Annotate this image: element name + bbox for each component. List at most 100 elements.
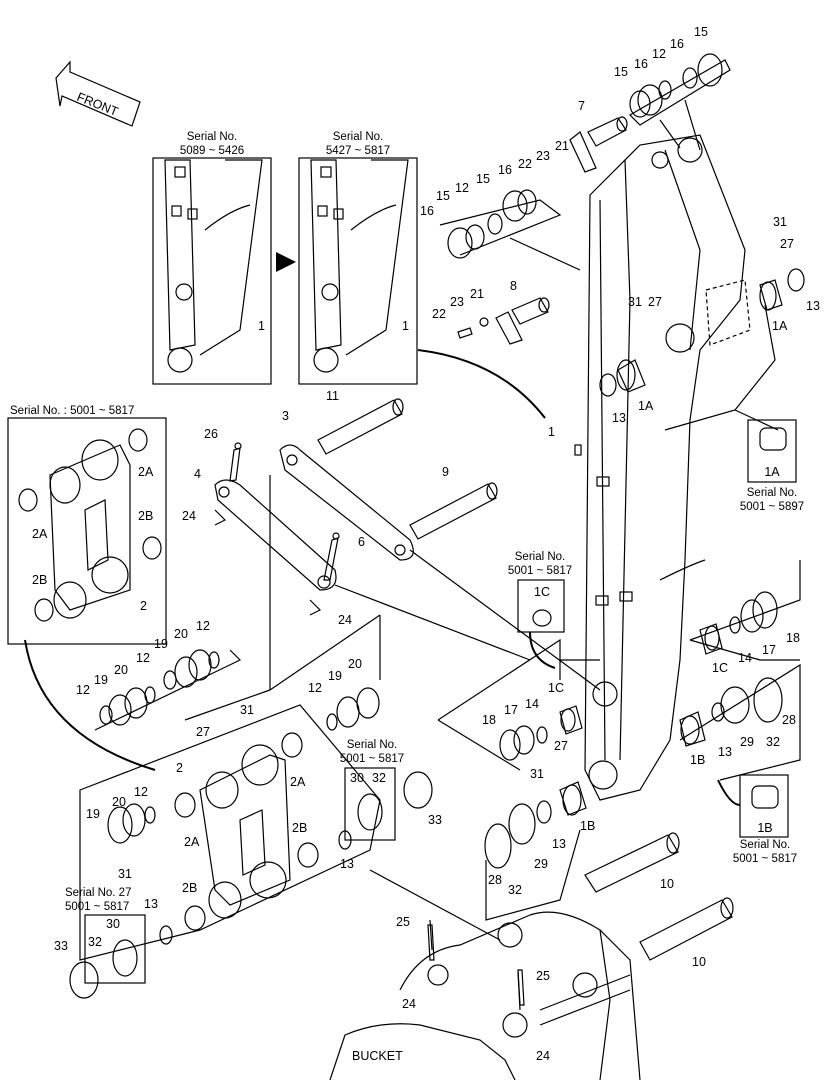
callout-23: 23 xyxy=(536,149,550,163)
inset-link-2: 2 xyxy=(140,599,147,613)
inset-30-mid: Serial No. 5001 ~ 5817 30 32 xyxy=(340,739,404,841)
callout-32: 32 xyxy=(508,883,522,897)
callout-20: 20 xyxy=(348,657,362,671)
washers-upper-left-chain xyxy=(94,649,380,731)
callout-1C: 1C xyxy=(712,661,728,675)
inset-1B-serial-range: 5001 ~ 5817 xyxy=(733,853,797,865)
inset-serial-label-2: Serial No. xyxy=(333,131,384,143)
inset-1A-serial-range: 5001 ~ 5897 xyxy=(740,501,804,513)
left-washer-stack xyxy=(439,189,581,271)
callout-16: 16 xyxy=(498,163,512,177)
inset-1A-serial-label: Serial No. xyxy=(747,487,798,499)
callout-27: 27 xyxy=(648,295,662,309)
callout-24: 24 xyxy=(182,509,196,523)
inset-1B: 1B Serial No. 5001 ~ 5817 xyxy=(733,774,797,865)
bolt-26 xyxy=(229,442,242,482)
callout-19: 19 xyxy=(86,807,100,821)
callout-15: 15 xyxy=(694,25,708,39)
inset-1C-serial-label: Serial No. xyxy=(515,551,566,563)
callout-24: 24 xyxy=(338,613,352,627)
callout-15: 15 xyxy=(614,65,628,79)
callout-25: 25 xyxy=(396,915,410,929)
callout-13: 13 xyxy=(806,299,820,313)
callout-29: 29 xyxy=(534,857,548,871)
callout-27: 27 xyxy=(196,725,210,739)
inset-1A: 1A Serial No. 5001 ~ 5897 xyxy=(740,419,804,513)
leader-curve-left xyxy=(24,639,156,771)
pin-8 xyxy=(457,297,550,345)
callout-1B: 1B xyxy=(690,753,705,767)
callout-29: 29 xyxy=(740,735,754,749)
callout-32: 32 xyxy=(766,735,780,749)
inset-1A-part: 1A xyxy=(764,465,780,479)
inset-30-low-30: 30 xyxy=(106,917,120,931)
callout-20: 20 xyxy=(112,795,126,809)
inset-link-2B-a: 2B xyxy=(138,509,153,523)
callout-31: 31 xyxy=(118,867,132,881)
inset-1C-part: 1C xyxy=(534,585,550,599)
callout-12: 12 xyxy=(134,785,148,799)
callout-2A: 2A xyxy=(184,835,200,849)
callout-10: 10 xyxy=(660,877,674,891)
callout-22: 22 xyxy=(518,157,532,171)
nut-24b xyxy=(309,599,322,616)
callout-31: 31 xyxy=(628,295,642,309)
inset-30-low: Serial No. 27 5001 ~ 5817 30 32 xyxy=(65,887,146,984)
callout-19: 19 xyxy=(328,669,342,683)
callout-23: 23 xyxy=(450,295,464,309)
leader-curve-top xyxy=(417,349,546,419)
bolt-25a xyxy=(427,924,435,961)
inset-link-2A-b: 2A xyxy=(32,527,48,541)
callout-4: 4 xyxy=(194,467,201,481)
callout-19: 19 xyxy=(94,673,108,687)
pin-11 xyxy=(317,398,404,455)
callout-27: 27 xyxy=(780,237,794,251)
callout-10: 10 xyxy=(692,955,706,969)
callout-18: 18 xyxy=(786,631,800,645)
callout-25: 25 xyxy=(536,969,550,983)
link-4 xyxy=(214,479,337,591)
callout-28: 28 xyxy=(488,873,502,887)
callout-6: 6 xyxy=(358,535,365,549)
callout-19: 19 xyxy=(154,637,168,651)
inset-30-mid-serial-label: Serial No. xyxy=(347,739,398,751)
callout-27: 27 xyxy=(554,739,568,753)
callout-17: 17 xyxy=(504,703,518,717)
callout-12: 12 xyxy=(136,651,150,665)
callout-12: 12 xyxy=(196,619,210,633)
inset-link-2A-a: 2A xyxy=(138,465,154,479)
washers-right-low xyxy=(679,663,801,781)
callout-12: 12 xyxy=(76,683,90,697)
inset-30-mid-32: 32 xyxy=(372,771,386,785)
inset-serial-5427: Serial No. 5427 ~ 5817 1 xyxy=(298,131,418,385)
washers-lower-left xyxy=(69,771,433,999)
callout-1B: 1B xyxy=(580,819,595,833)
callout-14: 14 xyxy=(738,651,752,665)
callout-13: 13 xyxy=(340,857,354,871)
inset-1B-serial-label: Serial No. xyxy=(740,839,791,851)
top-pin-stack xyxy=(629,53,731,151)
callout-2B: 2B xyxy=(292,821,307,835)
pin-7 xyxy=(569,116,628,173)
callout-12: 12 xyxy=(455,181,469,195)
callout-12: 12 xyxy=(308,681,322,695)
callout-17: 17 xyxy=(762,643,776,657)
inset-1C-serial-range: 5001 ~ 5817 xyxy=(508,565,572,577)
callout-2B: 2B xyxy=(182,881,197,895)
callout-16: 16 xyxy=(420,204,434,218)
callout-7: 7 xyxy=(578,99,585,113)
callout-28: 28 xyxy=(782,713,796,727)
inset-link-serial: Serial No. : 5001 ~ 5817 xyxy=(10,405,134,417)
callout-13: 13 xyxy=(144,897,158,911)
washers-right-mid xyxy=(689,560,801,661)
inset-link-assembly: Serial No. : 5001 ~ 5817 2A 2A 2B 2B 2 xyxy=(7,405,167,645)
link-3 xyxy=(279,444,414,561)
nut-24a xyxy=(214,509,227,526)
callout-3: 3 xyxy=(282,409,289,423)
callout-24: 24 xyxy=(402,997,416,1011)
inset-30-low-serial-label: Serial No. 27 xyxy=(65,887,131,899)
callout-13: 13 xyxy=(718,745,732,759)
inset-30-mid-30: 30 xyxy=(350,771,364,785)
pin-10a xyxy=(584,832,680,893)
